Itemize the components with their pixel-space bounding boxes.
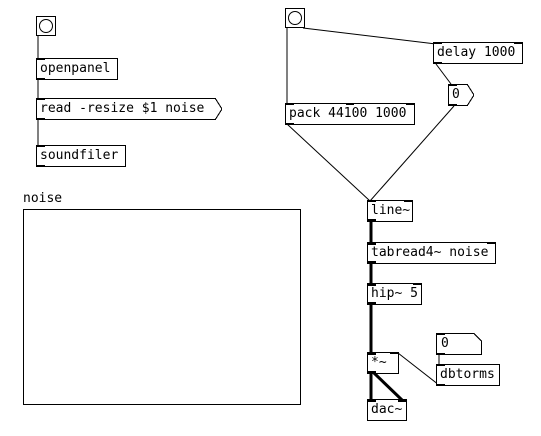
inlet [434, 42, 442, 44]
volume-number-value: 0 [441, 336, 449, 351]
delay-label: delay 1000 [437, 45, 516, 60]
inlet [406, 103, 414, 105]
tabread4-label: tabread4~ noise [371, 245, 489, 260]
number-box-corner [474, 333, 482, 341]
outlet [286, 123, 294, 125]
multiply-tilde-object[interactable]: *~ [367, 352, 399, 374]
outlet [37, 118, 45, 120]
inlet [413, 283, 421, 285]
hip-label: hip~ 5 [371, 286, 418, 301]
inlet [37, 98, 45, 100]
zero-message-label: 0 [452, 87, 460, 102]
signal-outlet [368, 261, 376, 264]
inlet [404, 200, 412, 202]
signal-inlet-left [368, 399, 376, 402]
tabread4-object[interactable]: tabread4~ noise [367, 242, 496, 264]
bang-circle-icon [39, 19, 53, 33]
dac-tilde-label: dac~ [371, 402, 403, 417]
signal-inlet-right [398, 399, 406, 402]
table-label: noise [23, 191, 63, 206]
outlet [434, 62, 442, 64]
read-message[interactable]: read -resize $1 noise [36, 98, 222, 120]
inlet [390, 352, 398, 354]
signal-inlet [368, 283, 376, 286]
dac-tilde-object[interactable]: dac~ [367, 399, 407, 421]
bang-circle-icon [288, 11, 302, 25]
pack-label: pack 44100 1000 [289, 106, 407, 121]
outlet [437, 353, 445, 355]
outlet [449, 104, 457, 106]
dbtorms-object[interactable]: dbtorms [436, 364, 500, 386]
openpanel-label: openpanel [40, 61, 111, 76]
outlet [437, 384, 445, 386]
line-tilde-label: line~ [371, 203, 411, 218]
signal-inlet [368, 242, 376, 245]
soundfiler-label: soundfiler [40, 148, 119, 163]
inlet [487, 242, 495, 244]
dbtorms-label: dbtorms [440, 367, 495, 382]
inlet [437, 333, 445, 335]
pack-object[interactable]: pack 44100 1000 [285, 103, 415, 125]
inlet [346, 103, 354, 105]
play-bang-button[interactable] [285, 8, 305, 28]
signal-outlet [368, 219, 376, 222]
inlet [449, 84, 457, 86]
hip-object[interactable]: hip~ 5 [367, 283, 422, 305]
inlet [437, 364, 445, 366]
read-message-label: read -resize $1 noise [40, 101, 205, 116]
inlet [37, 145, 45, 147]
noise-table-graph[interactable] [23, 209, 301, 405]
signal-outlet [368, 371, 376, 374]
volume-number-box[interactable]: 0 [436, 333, 482, 355]
line-tilde-object[interactable]: line~ [367, 200, 413, 222]
inlet [286, 103, 294, 105]
openpanel-object[interactable]: openpanel [36, 58, 118, 80]
zero-message[interactable]: 0 [448, 84, 474, 106]
soundfiler-object[interactable]: soundfiler [36, 145, 126, 167]
signal-outlet [368, 302, 376, 305]
inlet [37, 58, 45, 60]
outlet [37, 78, 45, 80]
outlet [37, 165, 45, 167]
open-bang-button[interactable] [36, 16, 56, 36]
inlet [368, 200, 376, 202]
signal-inlet [368, 352, 376, 355]
multiply-tilde-label: *~ [371, 355, 387, 370]
delay-object[interactable]: delay 1000 [433, 42, 523, 64]
inlet [514, 42, 522, 44]
